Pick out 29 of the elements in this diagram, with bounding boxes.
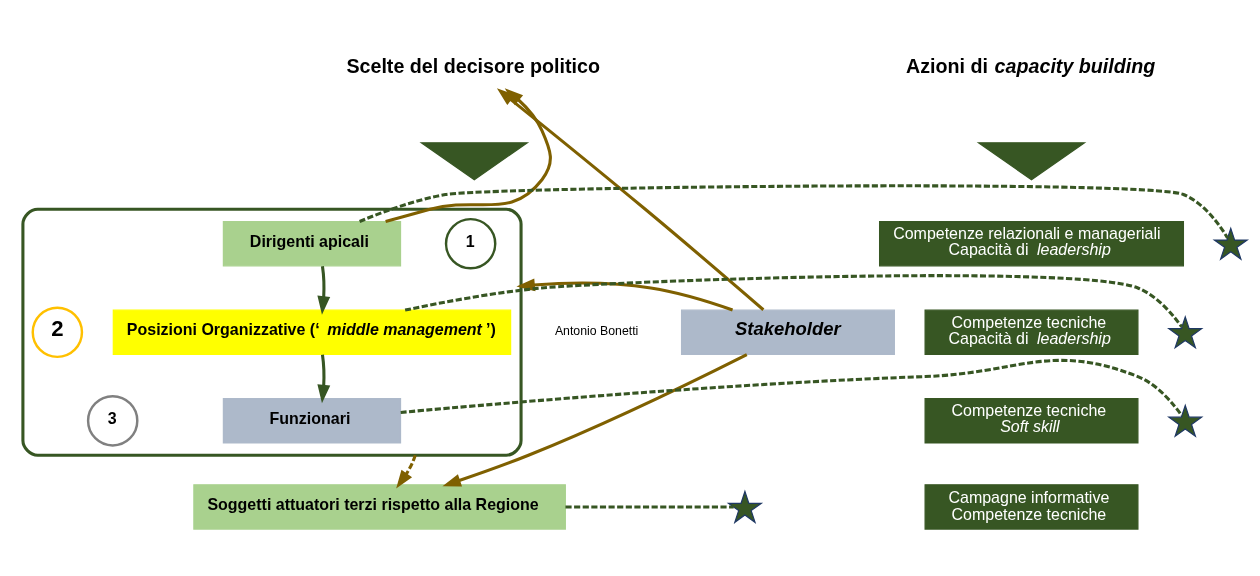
arrow bbox=[396, 454, 417, 489]
node-triangle bbox=[976, 142, 1087, 181]
connector bbox=[400, 358, 1183, 417]
node-star bbox=[1167, 403, 1204, 438]
connector bbox=[565, 505, 734, 509]
node-box: Competenze relazionali e manageriali Capacità di leadership bbox=[879, 220, 1185, 267]
node-box: Posizioni Organizzative (‘middle management’) bbox=[112, 309, 512, 356]
node-box: Stakeholder bbox=[680, 309, 895, 356]
arrow bbox=[317, 354, 331, 404]
node-star bbox=[1212, 226, 1250, 261]
node-text: Scelte del decisore politico bbox=[346, 54, 601, 77]
node-box: Competenze tecniche Capacità di leadership bbox=[924, 309, 1139, 356]
label: Antonio Bonetti bbox=[554, 324, 639, 339]
node-box: Campagne informative Competenze tecniche bbox=[924, 484, 1139, 530]
node-box: Competenze tecniche Soft skill bbox=[924, 398, 1139, 444]
cluster bbox=[21, 207, 523, 457]
node-circle: 1 bbox=[444, 217, 497, 270]
arrow bbox=[317, 266, 331, 315]
node-star bbox=[726, 489, 764, 524]
node-star bbox=[1167, 314, 1204, 350]
arrow bbox=[516, 278, 734, 312]
node-triangle bbox=[419, 142, 530, 181]
node-box: Dirigenti apicali bbox=[222, 220, 402, 267]
node-circle: 3 bbox=[86, 395, 139, 447]
arrow bbox=[442, 353, 748, 487]
node-box: Funzionari bbox=[222, 398, 402, 444]
node-box: Soggetti attuatori terzi rispetto alla Regione bbox=[193, 484, 566, 530]
node-circle: 2 bbox=[31, 306, 84, 359]
node-text: Azioni di capacity building bbox=[906, 54, 1156, 77]
